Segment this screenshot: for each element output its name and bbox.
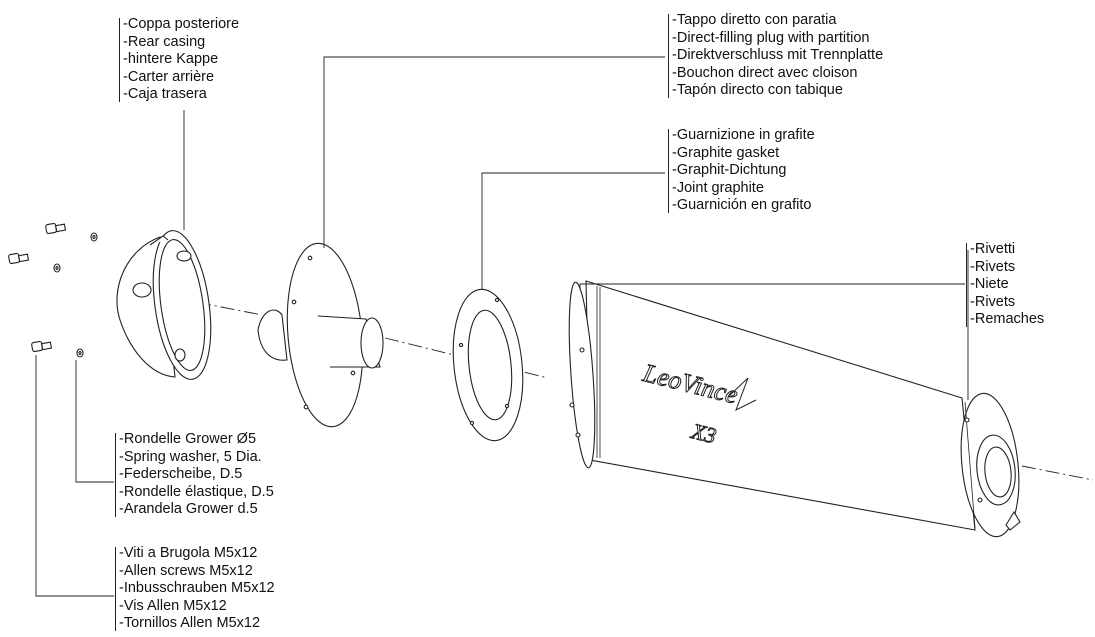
callout-rear-casing-line: hintere Kappe	[119, 51, 239, 69]
callout-allen-screws: Viti a Brugola M5x12 Allen screws M5x12 …	[115, 545, 275, 633]
callout-gasket: Guarnizione in grafite Graphite gasket G…	[668, 127, 815, 215]
callout-rivets: Rivetti Rivets Niete Rivets Remaches	[966, 241, 1044, 329]
callout-gasket-line: Guarnizione in grafite	[668, 127, 815, 145]
allen-screw-1	[45, 222, 67, 235]
callout-rear-casing-line: Carter arrière	[119, 69, 239, 87]
callout-allen-screws-line: Viti a Brugola M5x12	[115, 545, 275, 563]
callout-gasket-line: Guarnición en grafito	[668, 197, 815, 215]
callout-spring-washer-line: Spring washer, 5 Dia.	[115, 449, 274, 467]
callout-rear-casing: Coppa posteriore Rear casing hintere Kap…	[119, 16, 239, 104]
callout-gasket-line: Graphite gasket	[668, 145, 815, 163]
callout-allen-screws-line: Inbusschrauben M5x12	[115, 580, 275, 598]
callout-rivets-line: Rivets	[966, 294, 1044, 312]
spring-washer-1	[90, 232, 98, 242]
callout-plug-line: Tappo diretto con paratia	[668, 12, 883, 30]
graphite-gasket-part	[452, 288, 524, 442]
allen-screw-2	[8, 252, 30, 265]
silencer-body-part	[568, 280, 1021, 538]
callout-rivets-line: Rivetti	[966, 241, 1044, 259]
callout-gasket-line: Graphit-Dichtung	[668, 162, 815, 180]
leader-lines	[35, 56, 969, 597]
callout-rear-casing-line: Rear casing	[119, 34, 239, 52]
callout-rivets-line: Niete	[966, 276, 1044, 294]
callout-plug: Tappo diretto con paratia Direct-filling…	[668, 12, 883, 100]
spring-washer-2	[53, 263, 61, 273]
callout-rivets-line: Rivets	[966, 259, 1044, 277]
callout-spring-washer: Rondelle Grower Ø5 Spring washer, 5 Dia.…	[115, 431, 274, 519]
rear-casing-part	[116, 230, 212, 380]
callout-gasket-line: Joint graphite	[668, 180, 815, 198]
callout-allen-screws-line: Tornillos Allen M5x12	[115, 615, 275, 633]
callout-spring-washer-line: Arandela Grower d.5	[115, 501, 274, 519]
callout-allen-screws-line: Vis Allen M5x12	[115, 598, 275, 616]
callout-plug-line: Direct-filling plug with partition	[668, 30, 883, 48]
allen-screw-3	[31, 340, 53, 353]
callout-rear-casing-line: Caja trasera	[119, 86, 239, 104]
spring-washer-3	[76, 348, 84, 358]
callout-plug-line: Tapón directo con tabique	[668, 82, 883, 100]
callout-allen-screws-line: Allen screws M5x12	[115, 563, 275, 581]
callout-spring-washer-line: Rondelle Grower Ø5	[115, 431, 274, 449]
callout-spring-washer-line: Rondelle élastique, D.5	[115, 484, 274, 502]
callout-rivets-line: Remaches	[966, 311, 1044, 329]
callout-spring-washer-line: Federscheibe, D.5	[115, 466, 274, 484]
callout-rear-casing-line: Coppa posteriore	[119, 16, 239, 34]
callout-plug-line: Bouchon direct avec cloison	[668, 65, 883, 83]
callout-plug-line: Direktverschluss mit Trennplatte	[668, 47, 883, 65]
plug-with-partition-part	[257, 242, 384, 428]
